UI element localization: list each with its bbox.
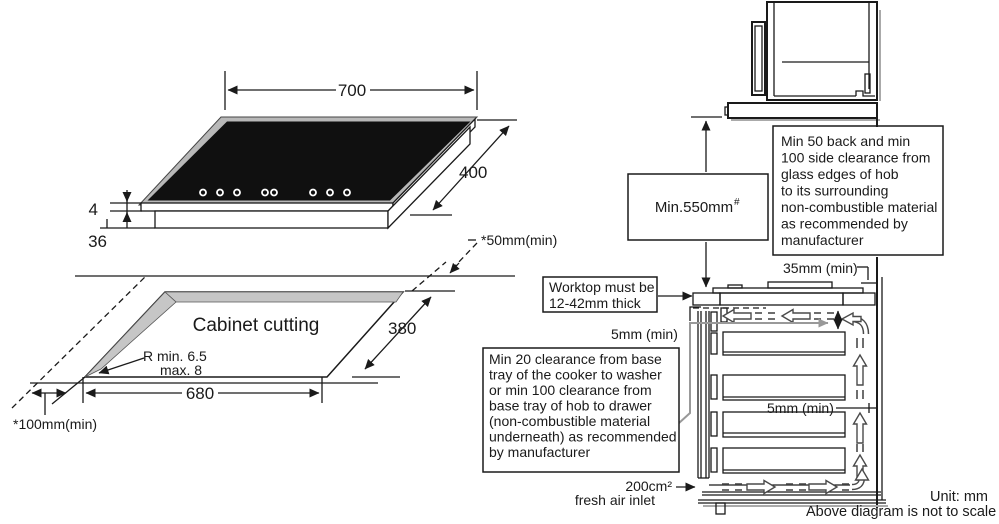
svg-text:Min 50 back and min: Min 50 back and min xyxy=(781,133,910,149)
dim-400-label: 400 xyxy=(459,163,487,182)
svg-text:(non-combustible material: (non-combustible material xyxy=(489,413,650,429)
svg-text:by manufacturer: by manufacturer xyxy=(489,444,590,460)
hood-clearance-box xyxy=(627,173,769,241)
under-hob-gap-label: 5mm (min) xyxy=(611,326,678,342)
upper-cabinet-tab xyxy=(864,73,871,94)
scale-note: Above diagram is not to scale xyxy=(806,504,996,520)
front-trim-bracket xyxy=(689,306,701,321)
dim-depth-400: 400 xyxy=(410,119,517,216)
upper-cabinet-body xyxy=(766,1,878,101)
cutout-title: Cabinet cutting xyxy=(193,315,320,336)
dim-36-label: 36 xyxy=(88,232,107,251)
side-note-box xyxy=(772,125,944,256)
rear-gap-label: 5mm (min) xyxy=(767,400,834,416)
unit-note: Unit: mm xyxy=(930,489,988,505)
base-note-box xyxy=(482,347,680,473)
airflow-up-arrow-2 xyxy=(852,411,868,444)
airflow-arrows xyxy=(721,308,870,495)
hob-body-section xyxy=(719,292,844,306)
dim-rear-gap-5mm: 5mm (min) xyxy=(767,400,877,416)
cabinet-foot xyxy=(715,502,726,515)
airflow-left-arrow-2 xyxy=(780,308,811,324)
hob-glass-front-edge xyxy=(140,202,394,212)
hob-3d-view xyxy=(137,116,479,230)
hob-cross-section xyxy=(689,281,876,323)
airflow-right-arrow-1 xyxy=(746,479,777,495)
hood-clearance-label: Min.550mm xyxy=(655,199,733,216)
air-inlet-note: 200cm² fresh air inlet xyxy=(575,478,696,508)
dim-680-label: 680 xyxy=(186,384,214,403)
hood-clearance-sup: # xyxy=(734,197,740,208)
svg-text:or min 100 clearance from: or min 100 clearance from xyxy=(489,382,652,398)
clearance-50mm-label: *50mm(min) xyxy=(481,232,557,248)
air-inlet-label: fresh air inlet xyxy=(575,492,655,508)
cabinet-cutout: Cabinet cutting xyxy=(83,291,405,378)
svg-text:non-combustible material: non-combustible material xyxy=(781,199,937,215)
dim-cutout-380: 380 xyxy=(352,290,455,378)
worktop-left xyxy=(692,292,721,306)
airflow-corner-arrow xyxy=(840,311,862,327)
dim-thickness-4-36: 4 36 xyxy=(88,190,155,251)
svg-text:underneath) as recommended: underneath) as recommended xyxy=(489,429,677,445)
svg-text:glass edges of hob: glass edges of hob xyxy=(781,166,899,182)
base-clearance-note: Min 20 clearance from base tray of the c… xyxy=(482,347,680,473)
dim-cutout-680: 680 xyxy=(82,377,323,403)
upper-cabinet-door xyxy=(751,21,766,96)
hob-base-front xyxy=(154,210,389,229)
dim-top-gap-35mm: 35mm (min) xyxy=(783,260,877,284)
footer-notes: Unit: mm Above diagram is not to scale xyxy=(806,489,996,520)
worktop-note-box xyxy=(542,276,658,313)
svg-text:as recommended by: as recommended by xyxy=(781,216,908,232)
svg-text:Min 20 clearance from base: Min 20 clearance from base xyxy=(489,351,662,367)
clearance-100mm-label: *100mm(min) xyxy=(13,416,97,432)
radius-label-line2: max. 8 xyxy=(160,362,202,378)
svg-text:12-42mm thick: 12-42mm thick xyxy=(549,295,642,311)
svg-text:100 side clearance from: 100 side clearance from xyxy=(781,150,930,166)
corner-radius-note: R min. 6.5 max. 8 xyxy=(98,348,207,378)
svg-text:tray of the cooker to washer: tray of the cooker to washer xyxy=(489,367,662,383)
airflow-right-arrow-2 xyxy=(808,479,839,495)
svg-text:to its surrounding: to its surrounding xyxy=(781,183,888,199)
base-note-leader xyxy=(678,310,843,424)
worktop-plan xyxy=(11,275,515,409)
upper-cabinet xyxy=(724,1,881,121)
air-inlet-area-label: 200cm² xyxy=(625,478,672,494)
svg-text:Worktop must be: Worktop must be xyxy=(549,279,655,295)
hob-control-dots xyxy=(199,188,351,197)
dim-700-label: 700 xyxy=(338,81,366,100)
airflow-left-arrow-1 xyxy=(721,308,752,324)
dim-hood-clearance: Min.550mm # xyxy=(627,116,769,288)
top-gap-label: 35mm (min) xyxy=(783,260,858,276)
airflow-bottom-corner-arrow xyxy=(854,467,870,481)
dim-380-label: 380 xyxy=(388,319,416,338)
hob-control-bump xyxy=(727,284,743,289)
clearance-100mm: *100mm(min) xyxy=(13,376,97,432)
upper-cabinet-board xyxy=(727,102,878,119)
side-clearance-note: Min 50 back and min 100 side clearance f… xyxy=(772,125,944,256)
dim-width-700: 700 xyxy=(224,71,478,110)
wall-panel xyxy=(876,118,883,508)
cabinet-bottom xyxy=(698,491,888,515)
dim-4-label: 4 xyxy=(89,200,98,219)
worktop-right xyxy=(842,292,876,306)
hob-burner-strip xyxy=(767,281,833,289)
worktop-thickness-note: Worktop must be 12-42mm thick xyxy=(542,276,693,313)
svg-text:base tray of hob to drawer: base tray of hob to drawer xyxy=(489,398,652,414)
svg-text:manufacturer: manufacturer xyxy=(781,232,864,248)
hob-glass-top xyxy=(147,121,471,201)
clearance-50mm: *50mm(min) xyxy=(411,232,557,292)
cutout-top-band xyxy=(163,291,404,303)
radius-label-line1: R min. 6.5 xyxy=(143,348,207,364)
airflow-up-arrow-1 xyxy=(852,353,868,386)
hob-glass-section xyxy=(712,287,864,294)
